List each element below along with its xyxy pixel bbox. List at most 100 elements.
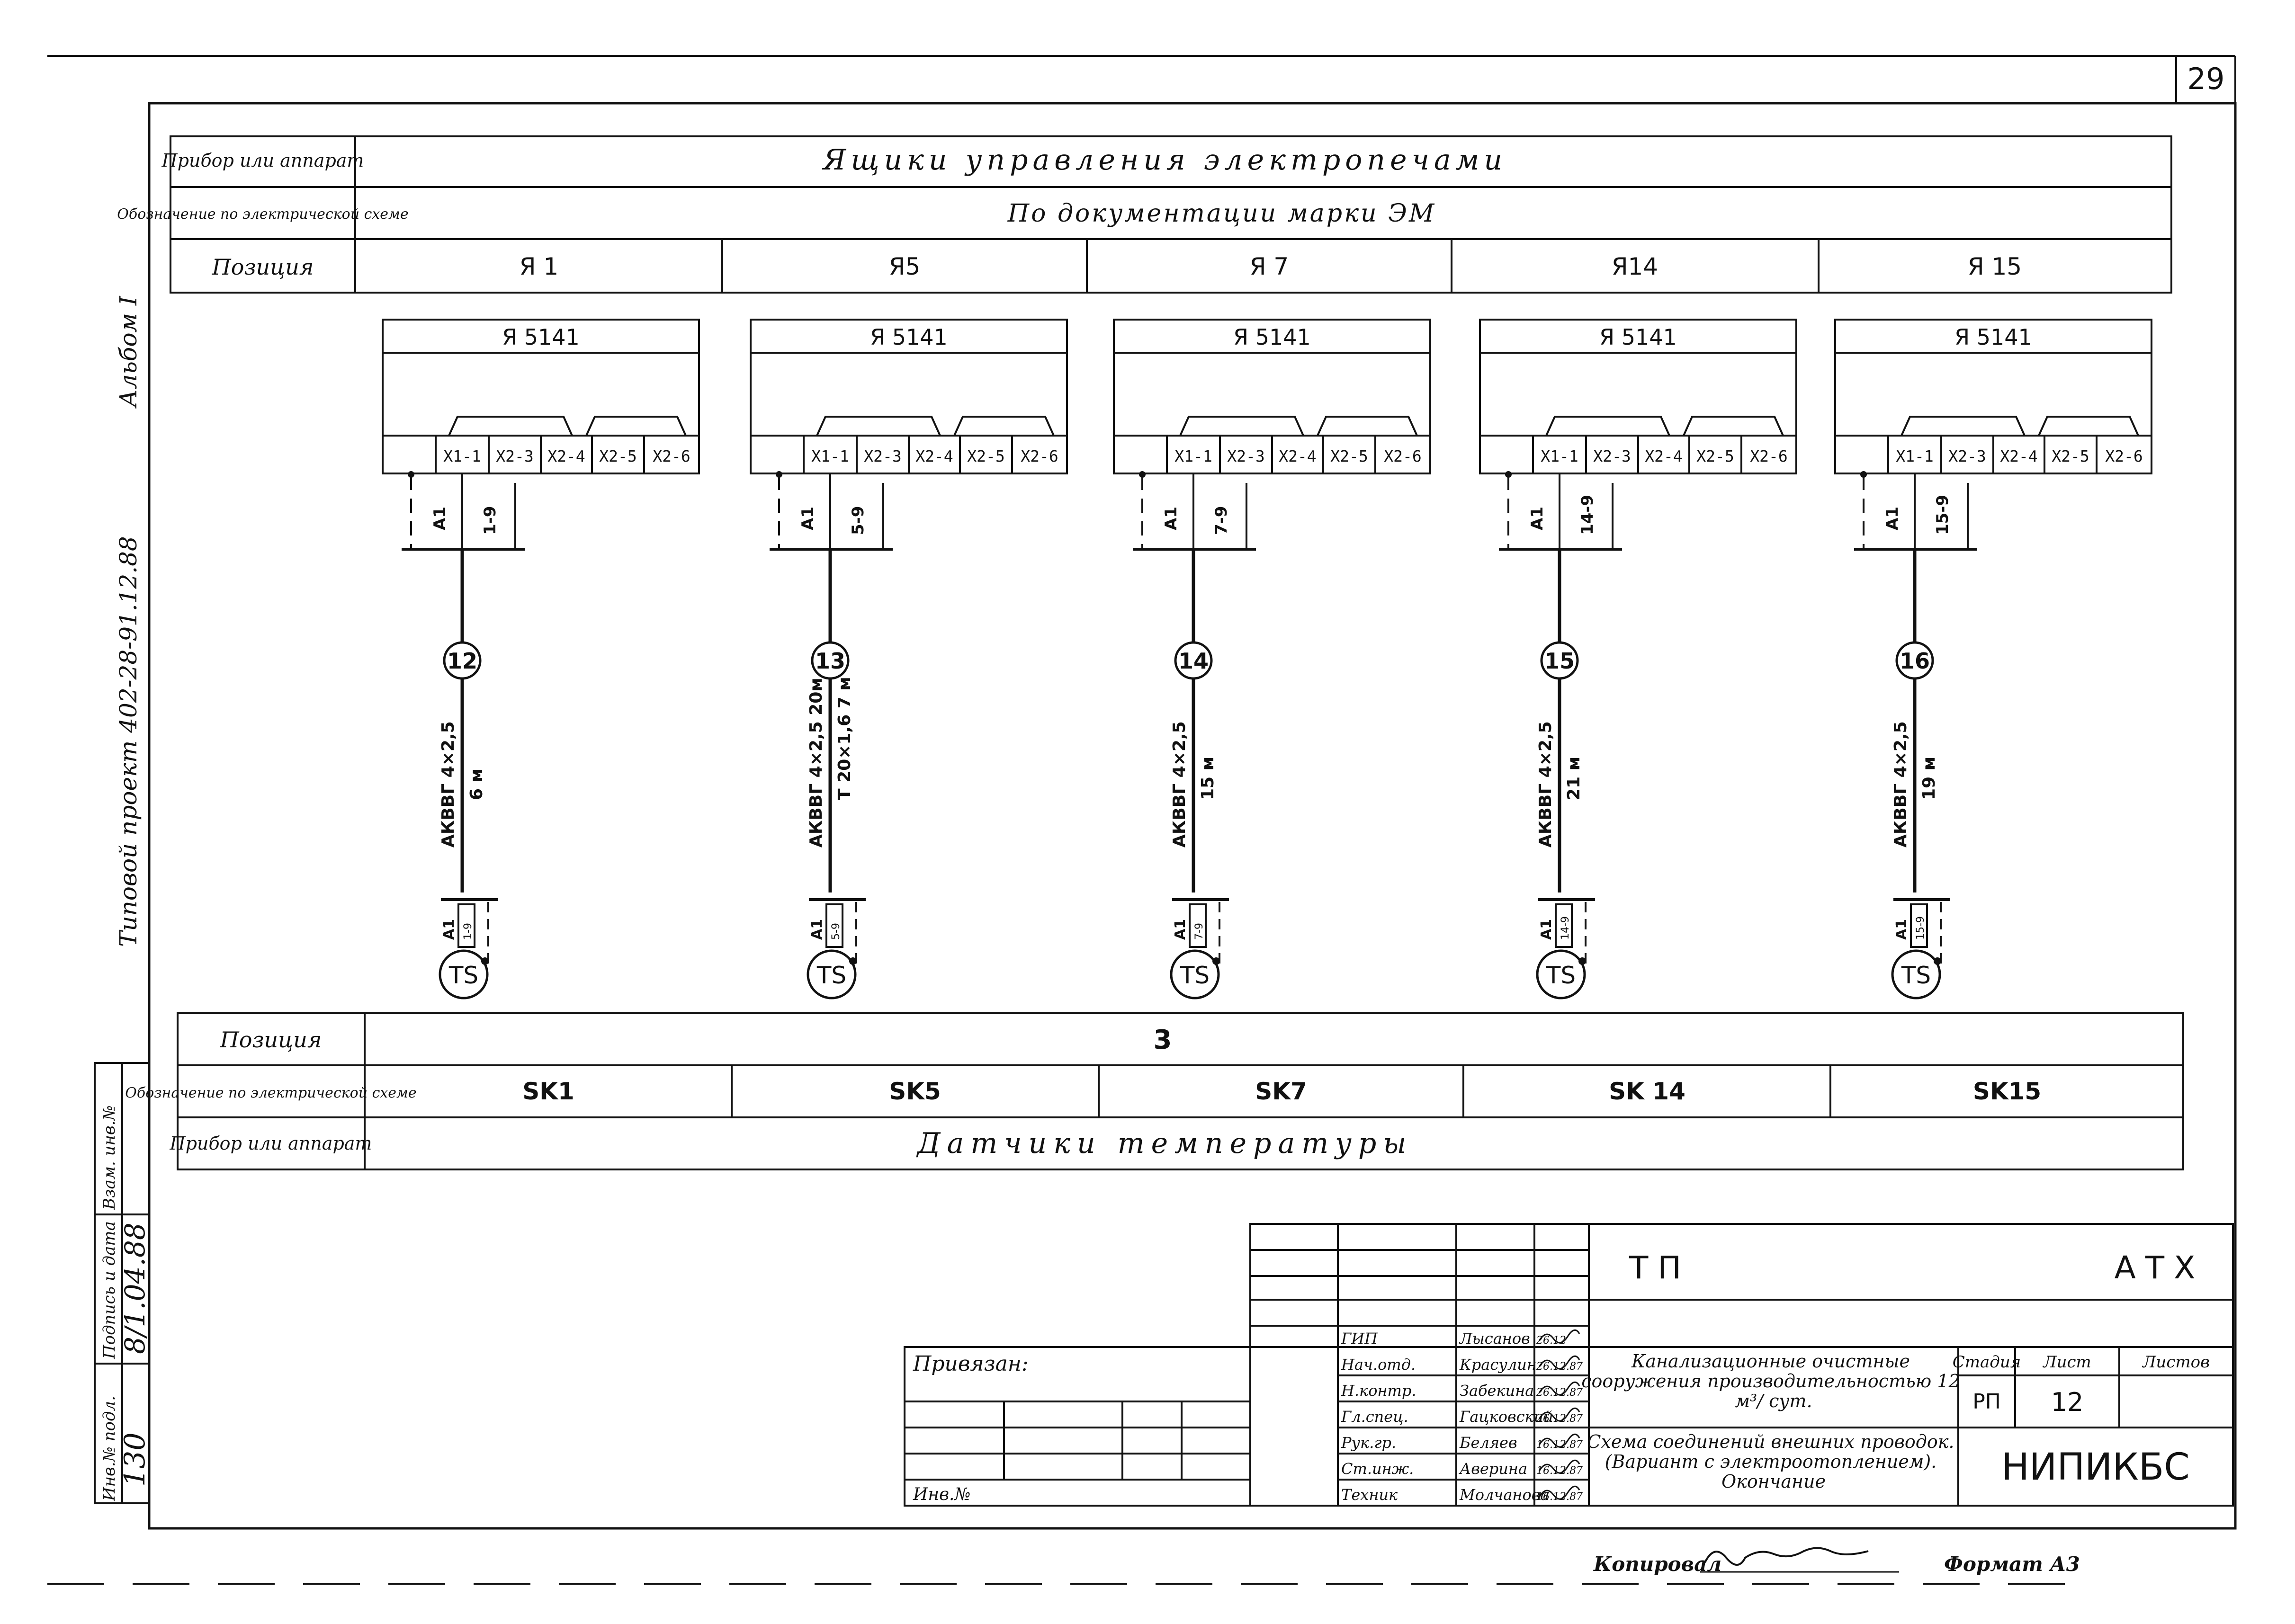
strip-label-replace: Взам. инв.№ [100,1105,119,1210]
bottom-designations: SK1 SK5 SK7 SK 14 SK15 [522,1078,2041,1105]
terminal-label: X2-3 [864,447,901,465]
sheet-label: Лист [2042,1353,2091,1372]
terminal-label: X2-4 [1279,447,1316,465]
cable-number: 14 [1178,648,1209,674]
terminal-bracket [1545,416,1670,436]
privyazan-label: Привязан: [913,1352,1029,1376]
staff-name: Лысанов [1459,1330,1530,1347]
left-stamp-strip [94,1062,150,1504]
strip-date-value: 8/1.04.88 [119,1222,151,1354]
cable-number: 13 [815,648,845,674]
top-position-cell: Я 7 [1250,253,1289,280]
staff-date: 26.12.87 [1536,1361,1583,1373]
wire-b-label: 14-9 [1578,495,1597,535]
staff-signature [1538,1407,1580,1422]
sensor-terminal-box [1555,903,1573,948]
temperature-sensor-circle [1536,949,1586,999]
staff-date: 16.12.87 [1536,1465,1583,1477]
sheets-label: Листов [2142,1353,2210,1372]
sheet-title: Схема соединений внешних проводок. (Вари… [1587,1431,1960,1492]
staff-date: 16.12.87 [1536,1491,1583,1503]
code-right: АТХ [2115,1249,2205,1286]
terminal-label: X2-3 [1948,447,1986,465]
designation-cell: SK7 [1255,1078,1307,1105]
inv-no-label: Инв.№ [913,1485,971,1504]
wire-a-label: А1 [1162,507,1181,530]
top-position-cell: Я 1 [520,253,558,280]
sensor-wire-b: 1-9 [462,923,474,940]
sensor-wire-a: А1 [1893,919,1910,940]
org-name: НИПИКБС [2001,1446,2189,1489]
ground-dot [1860,471,1867,478]
terminal-label: X2-5 [1330,447,1368,465]
sensor-dot [481,957,489,965]
sensor-wire-b: 5-9 [830,923,842,940]
album-label: Альбом I [115,295,142,409]
staff-signature [1538,1329,1580,1344]
temperature-sensor-circle [807,949,857,999]
staff-signature [1538,1433,1580,1448]
top-position-cell: Я5 [889,253,921,280]
sheet-frame [47,55,2237,1585]
terminal-bracket [953,416,1055,436]
staff-name: Молчанова [1459,1486,1549,1504]
sensor-label: TS [1546,962,1576,989]
terminal-bracket [2038,416,2139,436]
ground-dot [1505,471,1512,478]
terminal-bracket [816,416,941,436]
cable-number: 16 [1900,648,1930,674]
stage-label: Стадия [1953,1353,2021,1372]
sensor-label: TS [816,962,846,989]
sensor-label: TS [1180,962,1210,989]
sensor-terminal-box [825,903,843,948]
terminal-label: X2-5 [2052,447,2089,465]
sensor-terminal-box [1189,903,1207,948]
staff-name: Гацковский [1459,1408,1553,1426]
strip-label-sign: Подпись и дата [100,1221,119,1359]
title-block-grid [904,1223,2234,1507]
box-title: Я 5141 [1233,324,1311,350]
designation-cell: SK5 [889,1078,941,1105]
project-label: Типовой проект 402-28-91.12.88 [115,536,142,947]
staff-role: Рук.гр. [1341,1434,1396,1452]
temperature-sensor-circle [1170,949,1220,999]
cable-spec: АКВВГ 4×2,5 20м [807,678,826,848]
wire-b-label: 15-9 [1933,495,1952,535]
cable-spec: АКВВГ 4×2,5 [1536,721,1555,848]
top-row1-label: Прибор или аппарат [161,150,364,171]
ground-dot [1139,471,1146,478]
terminal-label: X2-5 [599,447,637,465]
designation-cell: SK1 [522,1078,574,1105]
terminal-label: X2-5 [967,447,1004,465]
cable-spec: АКВВГ 4×2,5 [1170,721,1189,848]
top-row2-label: Обозначение по электрической схеме [117,206,408,223]
sensor-dot [1212,957,1220,965]
staff-signature [1538,1355,1580,1370]
sheet-number: 29 [2187,62,2225,96]
terminal-label: X2-6 [1384,447,1421,465]
staff-date: 26.12.87 [1536,1387,1583,1399]
top-positions: Я 1 Я5 Я 7 Я14 Я 15 [520,253,2022,280]
sensor-dot [1578,957,1586,965]
bottom-row2-label: Обозначение по электрической схеме [125,1085,416,1101]
sensor-wire-b: 14-9 [1560,916,1571,940]
staff-role: ГИП [1341,1330,1378,1347]
terminal-label: X2-6 [653,447,690,465]
staff-name: Забекина [1460,1382,1534,1400]
cable-number-circle [811,641,850,680]
staff-role: Нач.отд. [1341,1356,1416,1374]
bottom-row3-value: Датчики температуры [916,1127,1413,1160]
sensor-terminal-box [457,903,475,948]
sensor-terminal-box [1910,903,1928,948]
cable-number: 15 [1544,648,1575,674]
terminal-label: X2-4 [1645,447,1682,465]
code-left: ТП [1629,1249,1691,1286]
cable-length: 15 м [1198,757,1218,800]
format-label: Формат А3 [1944,1553,2080,1576]
terminal-label: X2-4 [2000,447,2037,465]
